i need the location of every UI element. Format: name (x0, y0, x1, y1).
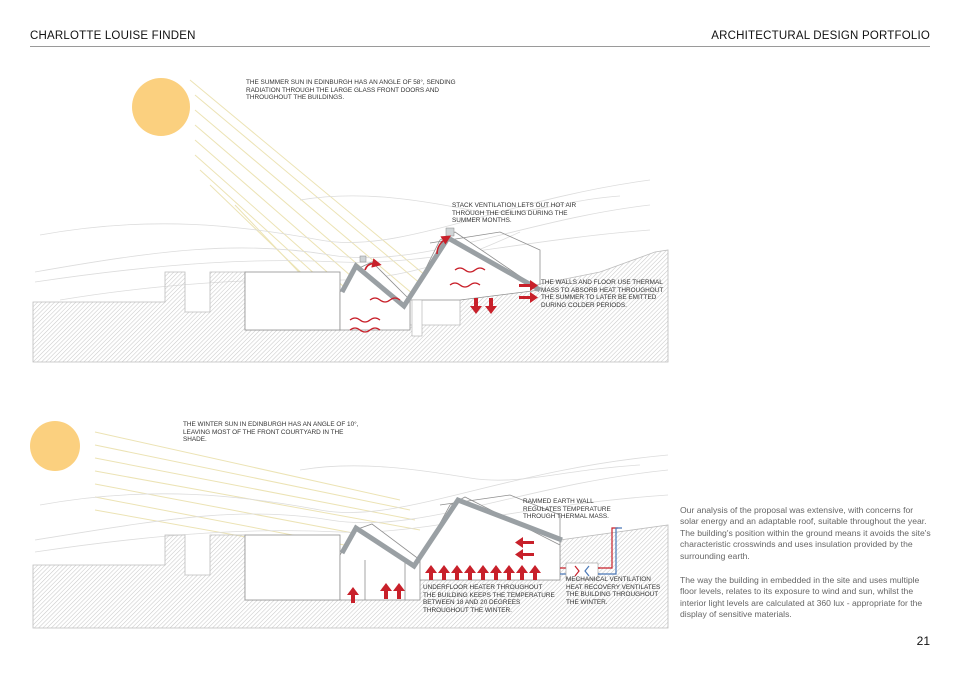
thermal-mass-down-arrows (470, 298, 497, 314)
mvhr-unit (560, 527, 622, 580)
rammed-earth-annotation: RAMMED EARTH WALL REGULATES TEMPERATURE … (523, 498, 611, 521)
rammed-earth-arrows (515, 537, 534, 560)
underfloor-heat-arrows (347, 565, 541, 603)
summer-interior-columns (411, 299, 423, 337)
portfolio-title: ARCHITECTURAL DESIGN PORTFOLIO (711, 30, 930, 42)
winter-building-outline (244, 494, 561, 601)
summer-heat-waves (349, 267, 486, 333)
body-paragraph-analysis: Our analysis of the proposal was extensi… (680, 505, 931, 561)
stack-ventilation-annotation: STACK VENTILATION LETS OUT HOT AIR THROU… (452, 202, 577, 225)
winter-sun-annotation: THE WINTER SUN IN EDINBURGH HAS AN ANGLE… (183, 421, 359, 444)
winter-sun-icon (30, 421, 80, 471)
header-divider (30, 46, 930, 47)
underfloor-heating-annotation: UNDERFLOOR HEATER THROUGHOUT THE BUILDIN… (423, 584, 555, 614)
summer-roof-vent (445, 227, 455, 237)
thermal-mass-side-arrows (519, 280, 538, 303)
page-number: 21 (916, 634, 930, 648)
body-paragraph-embedding: The way the building in embedded in the … (680, 575, 923, 620)
winter-section (30, 421, 669, 629)
summer-sun-icon (132, 78, 190, 136)
winter-roof (339, 496, 563, 570)
summer-section (32, 78, 669, 363)
mvhr-annotation: MECHANICAL VENTILATION HEAT RECOVERY VEN… (566, 576, 661, 606)
summer-sun-annotation: THE SUMMER SUN IN EDINBURGH HAS AN ANGLE… (246, 79, 456, 102)
stack-ventilation-arrows (364, 235, 452, 271)
summer-roof (339, 234, 542, 310)
author-name: CHARLOTTE LOUISE FINDEN (30, 30, 196, 42)
thermal-mass-annotation: THE WALLS AND FLOOR USE THERMAL MASS TO … (541, 279, 664, 309)
summer-roof-vent-small (359, 255, 367, 263)
